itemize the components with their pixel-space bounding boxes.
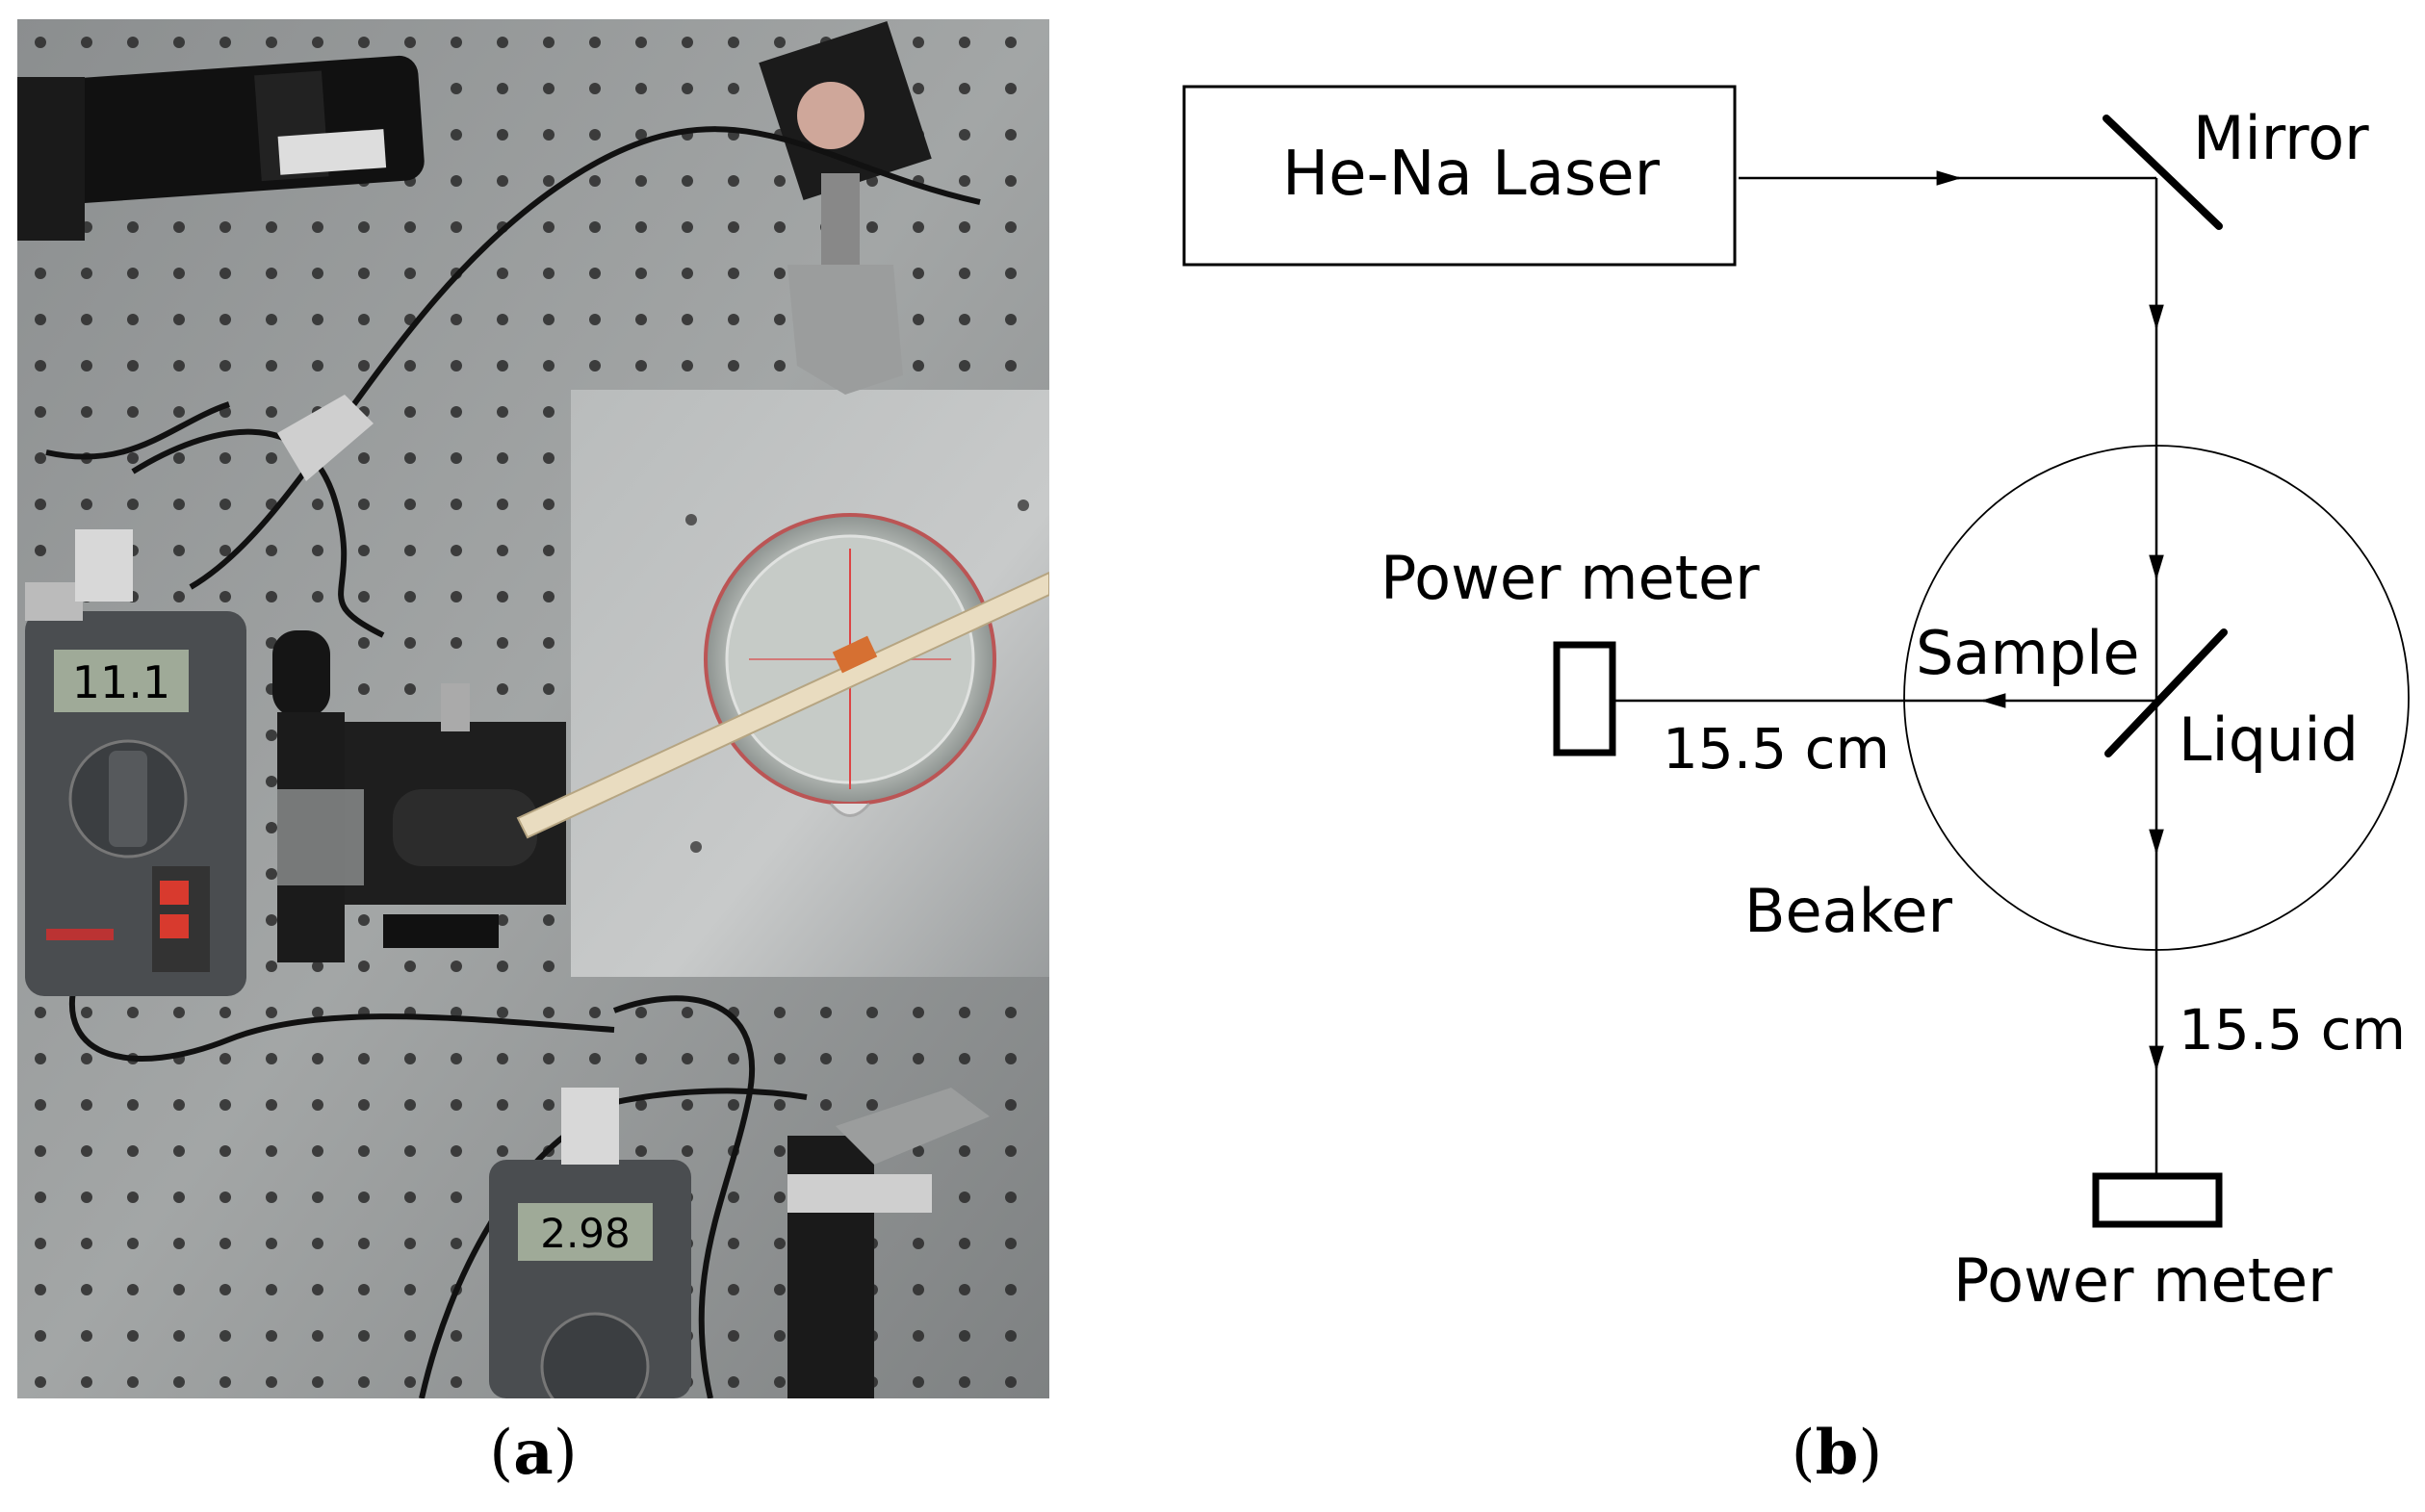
caption-b: (b) <box>1692 1415 1981 1492</box>
distance-vertical-label: 15.5 cm <box>2179 997 2406 1063</box>
setup-photo-illustration: 11.1 <box>17 19 1049 1398</box>
power-meter-left-symbol <box>1553 641 1616 756</box>
sample-label: Sample <box>1916 618 2139 688</box>
caption-a-open: ( <box>489 1418 514 1489</box>
meter-bottom-reading: 2.98 <box>540 1210 631 1257</box>
power-meter-left-label: Power meter <box>1380 543 1760 613</box>
caption-b-letter: b <box>1815 1417 1859 1489</box>
power-meter-bottom-symbol <box>2092 1172 2223 1228</box>
laser-box <box>1182 85 1737 267</box>
power-meter-bottom: 2.98 <box>489 1088 691 1398</box>
clip <box>277 395 374 481</box>
schematic-svg: He-Na Laser Mirror Beaker Sample Liquid … <box>1182 85 2410 1316</box>
power-meter-bottom-label: Power meter <box>1953 1245 2333 1316</box>
detector-bottom <box>787 1088 990 1398</box>
sample-plate <box>2104 628 2228 757</box>
caption-a-letter: a <box>513 1417 554 1489</box>
beaker-label: Beaker <box>1744 876 1953 946</box>
caption-b-close: ) <box>1858 1418 1883 1489</box>
mirror <box>2103 115 2223 230</box>
schematic-diagram: He-Na Laser Mirror Beaker Sample Liquid … <box>1107 19 2425 1398</box>
laser-label: He-Na Laser <box>1282 139 1661 210</box>
setup-photo: 11.1 <box>17 19 1049 1398</box>
mirror-label: Mirror <box>2193 103 2369 173</box>
power-meter-left: 11.1 <box>25 529 246 996</box>
caption-a-close: ) <box>553 1418 578 1489</box>
distance-horizontal-label: 15.5 cm <box>1663 716 1890 782</box>
liquid-label: Liquid <box>2179 705 2359 775</box>
meter-left-reading: 11.1 <box>72 656 170 708</box>
mirror-mount <box>759 21 932 395</box>
caption-b-open: ( <box>1791 1418 1816 1489</box>
caption-a: (a) <box>389 1415 678 1492</box>
laser-tube <box>17 55 425 241</box>
sample-holder-stick <box>516 571 1049 839</box>
